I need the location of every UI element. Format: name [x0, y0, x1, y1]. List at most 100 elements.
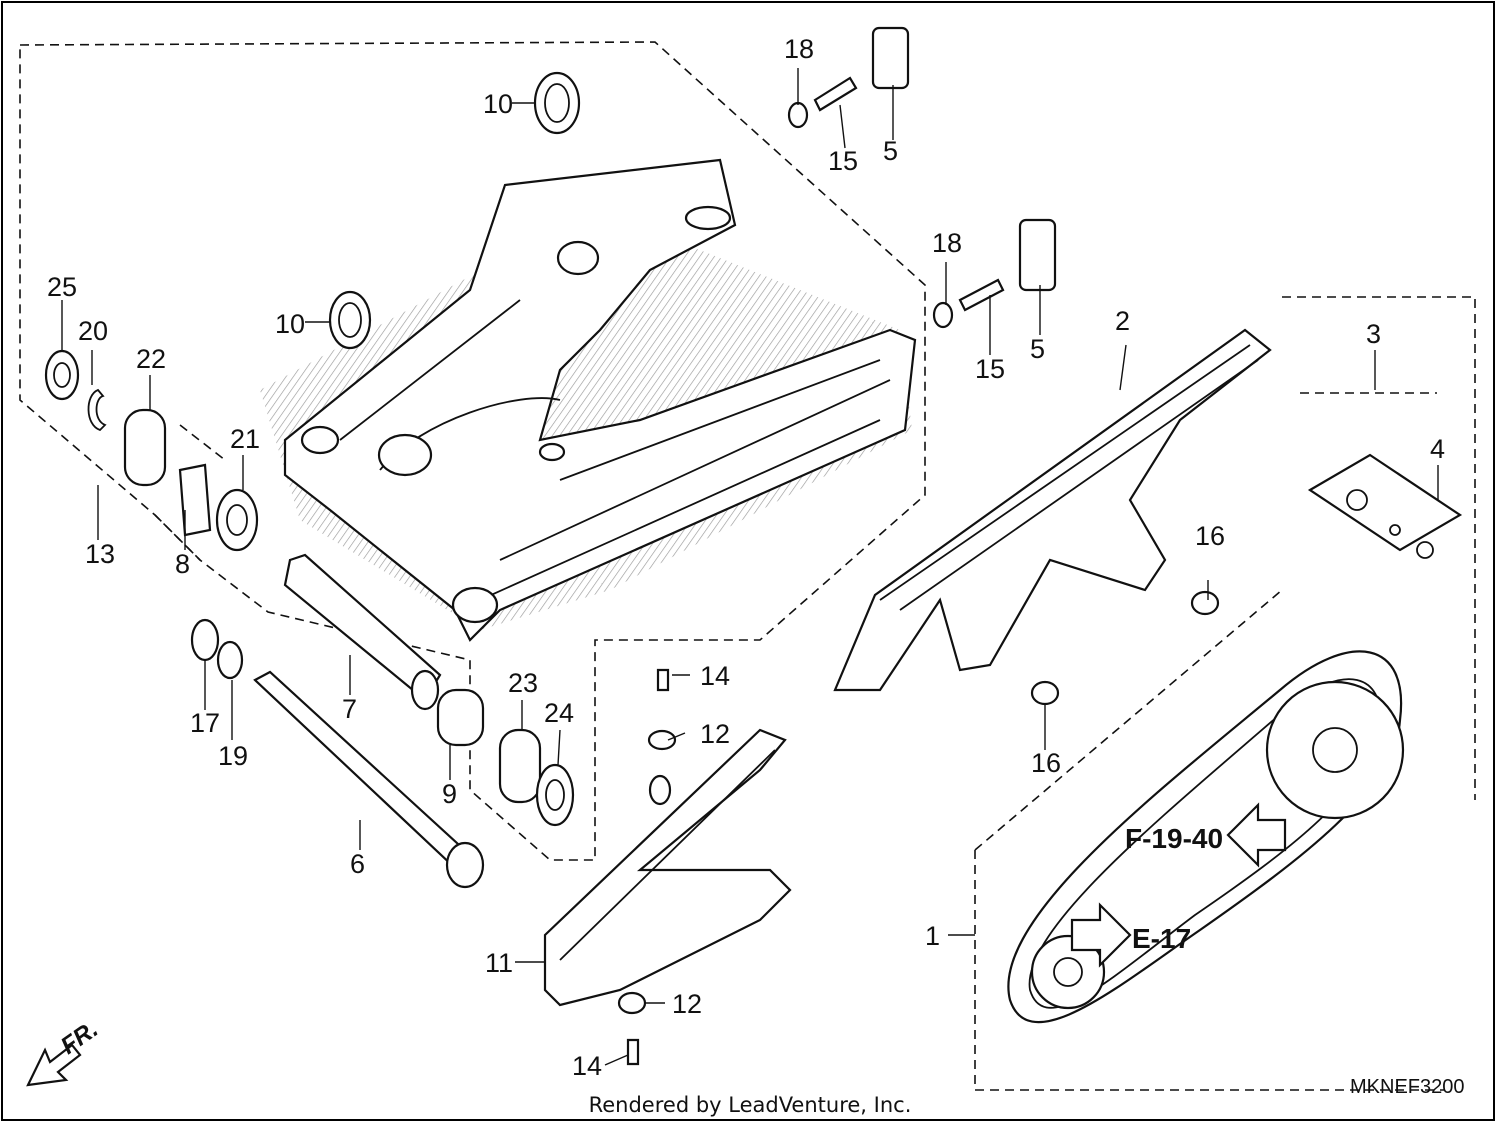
ref-arrow-left [1226, 802, 1287, 868]
bushing-23 [498, 728, 542, 804]
adjuster-plate-lower [1018, 218, 1057, 292]
collar-8 [178, 463, 212, 537]
callout-23: 23 [508, 668, 538, 698]
nut-18-upper [787, 101, 809, 129]
callouts: 1 2 3 4 5 5 6 7 8 9 10 10 11 12 12 13 14… [47, 34, 1445, 1081]
callout-25: 25 [47, 272, 77, 302]
nut-12-lower [617, 991, 647, 1015]
callout-10-lower: 10 [275, 309, 305, 339]
joint-link [1416, 541, 1434, 559]
callout-16-upper: 16 [1195, 521, 1225, 551]
bearing-25-inner [53, 362, 71, 388]
chain-slider-groove [559, 749, 776, 961]
callout-21: 21 [230, 424, 260, 454]
bearing-24 [535, 763, 575, 827]
group-13-bracket [154, 424, 226, 561]
pivot-boss-left [300, 425, 340, 455]
callout-17: 17 [190, 708, 220, 738]
pivot-shaft-parts [190, 553, 575, 889]
callout-14-upper: 14 [700, 661, 730, 691]
nut-12-upper [647, 729, 677, 751]
diagram-code: MKNEF3200 [1350, 1076, 1465, 1098]
callout-12-upper: 12 [700, 719, 730, 749]
callout-11: 11 [485, 948, 513, 978]
bearing-24-inner [545, 779, 565, 811]
credit-line: Rendered by LeadVenture, Inc. [588, 1093, 912, 1117]
callout-19: 19 [218, 741, 248, 771]
fr-arrow [26, 1043, 82, 1087]
callout-4: 4 [1430, 434, 1445, 464]
bushing-22 [123, 408, 167, 487]
chain-slider-body [543, 728, 792, 1007]
bearing-21 [215, 488, 259, 552]
slot-mount [684, 205, 732, 231]
callout-22: 22 [136, 344, 166, 374]
rear-sprocket [1265, 680, 1405, 820]
joint-plate [1346, 489, 1368, 511]
chain-case-rib [879, 344, 1259, 611]
pivot-bolt-6 [253, 670, 472, 870]
callout-10-upper: 10 [483, 89, 513, 119]
seal-upper-inner [544, 83, 570, 123]
callout-6: 6 [350, 849, 365, 879]
chain-outer-outline [974, 589, 1445, 1091]
group-outlines [19, 41, 1476, 1091]
joint-o-ring [1389, 524, 1401, 536]
nut-17 [190, 618, 220, 662]
washer-19 [216, 640, 244, 680]
slider-boss [648, 774, 672, 806]
bolt-16-upper [1190, 590, 1220, 616]
reference-arrows [26, 802, 1287, 1087]
bolt-16-lower [1030, 680, 1060, 706]
seal-left-inner [338, 302, 362, 338]
drive-sprocket-hub [1053, 957, 1083, 987]
bolt-14-upper [656, 668, 670, 692]
left-bearing-stack [44, 349, 259, 561]
dust-seals [328, 71, 581, 350]
callout-5-lower: 5 [1030, 334, 1045, 364]
drive-sprocket [1030, 934, 1106, 1010]
callout-12-lower: 12 [672, 989, 702, 1019]
swingarm-inner-line [339, 299, 891, 601]
callout-20: 20 [78, 316, 108, 346]
bolt-15-lower [958, 278, 1005, 312]
ref-label-f-19-40: F-19-40 [1125, 823, 1223, 854]
swingarm [260, 158, 917, 642]
bolt-14-lower [626, 1038, 640, 1066]
callout-14-lower: 14 [572, 1051, 602, 1081]
chain-adjusters [787, 26, 1057, 329]
callout-8: 8 [175, 549, 190, 579]
callout-3: 3 [1366, 319, 1381, 349]
shock-mount [377, 433, 433, 477]
upper-mount [556, 240, 600, 276]
leader-lines [61, 68, 1439, 1066]
callout-15-lower: 15 [975, 354, 1005, 384]
circlip-20 [87, 388, 107, 432]
seal-upper [533, 71, 581, 135]
ref-label-e-17: E-17 [1132, 923, 1191, 954]
swingarm-group-outline [19, 41, 926, 861]
callout-13: 13 [85, 539, 115, 569]
callout-18-upper: 18 [784, 34, 814, 64]
nut-18-lower [932, 301, 954, 329]
pivot-boss-right [451, 586, 499, 624]
callout-9: 9 [442, 779, 457, 809]
leader-lines-path [61, 68, 1439, 1066]
rear-sprocket-hub [1312, 727, 1358, 773]
callout-24: 24 [544, 698, 574, 728]
callout-18-lower: 18 [932, 228, 962, 258]
lower-mount [538, 442, 566, 462]
bolt-15-upper [813, 76, 858, 112]
collar-9 [436, 688, 485, 747]
ref-arrow-right [1070, 902, 1132, 968]
adjuster-plate-upper [871, 26, 910, 90]
chain-joint-kit-4 [1307, 453, 1463, 552]
callout-15-upper: 15 [828, 146, 858, 176]
pivot-bolt-6-head [445, 841, 485, 889]
callout-5-upper: 5 [883, 136, 898, 166]
callout-16-lower: 16 [1031, 748, 1061, 778]
chain-slider [543, 668, 792, 1066]
bearing-25 [44, 349, 80, 401]
seal-left [328, 290, 372, 350]
